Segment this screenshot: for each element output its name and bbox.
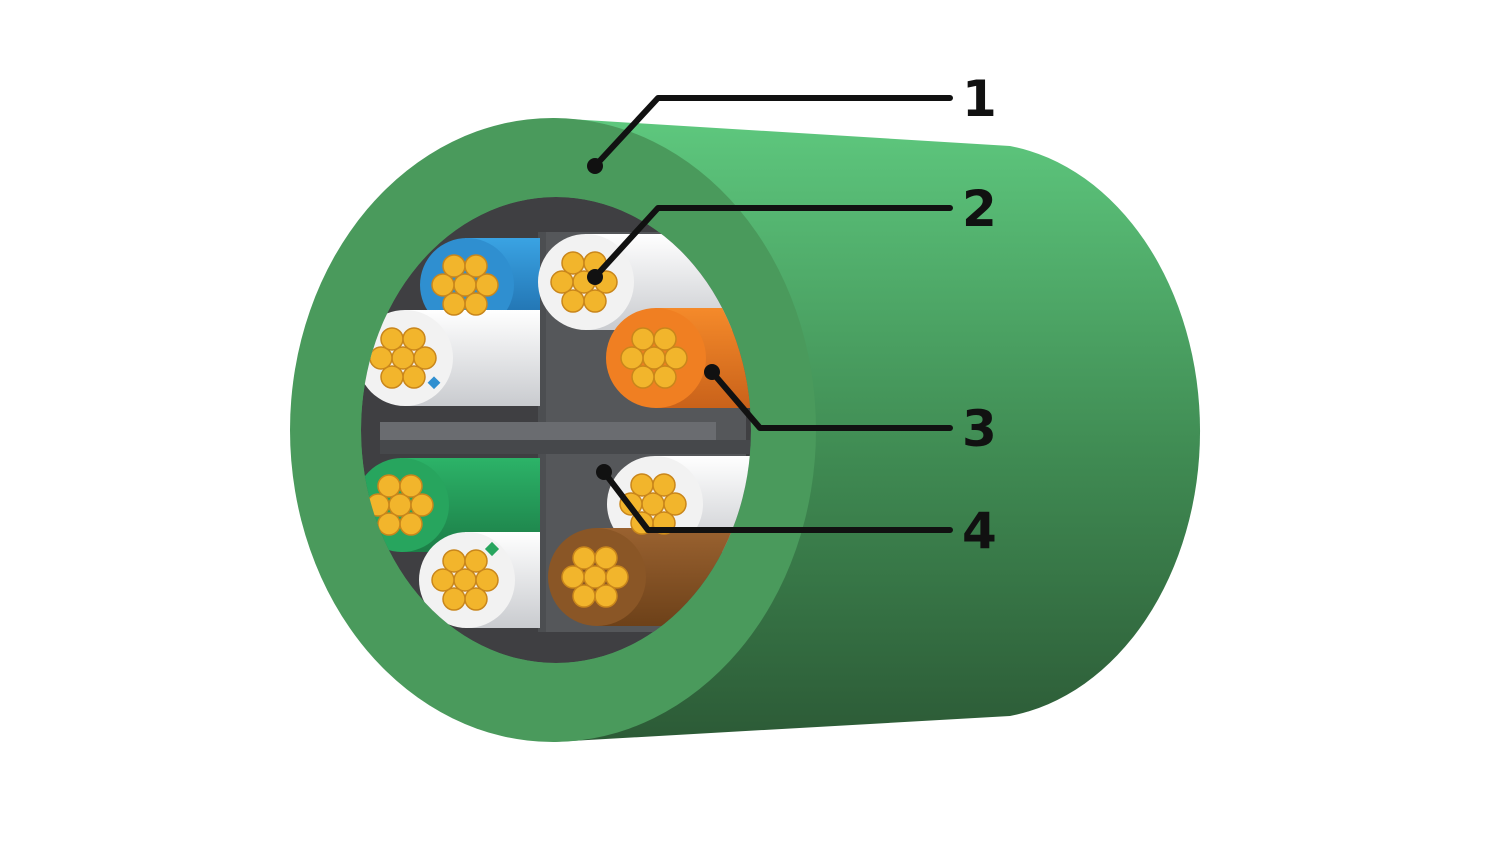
copper-strand — [594, 546, 618, 570]
copper-strand — [377, 512, 401, 536]
copper-strand — [550, 270, 574, 294]
copper-strand — [631, 327, 655, 351]
copper-strand — [572, 584, 596, 608]
copper-strand — [630, 473, 654, 497]
leader-1 — [592, 95, 953, 169]
copper-strand — [464, 549, 488, 573]
copper-strand — [653, 327, 677, 351]
copper-strand — [475, 273, 499, 297]
copper-strand — [402, 365, 426, 389]
callout-dots — [587, 158, 720, 480]
copper-conductors — [366, 251, 688, 611]
copper-strand — [453, 273, 477, 297]
copper-strand — [664, 346, 688, 370]
callout-number-1: 1 — [962, 70, 997, 128]
blue-stripe — [427, 376, 441, 390]
leader-2 — [592, 205, 953, 280]
leader-4 — [601, 469, 953, 533]
copper-bundle — [561, 546, 629, 608]
copper-strand — [442, 254, 466, 278]
separator-horizontal-face — [380, 440, 750, 454]
callout-leaders — [592, 95, 953, 533]
copper-strand — [453, 568, 477, 592]
copper-strand — [377, 474, 401, 498]
copper-strand — [431, 568, 455, 592]
copper-strand — [391, 346, 415, 370]
copper-strand — [399, 474, 423, 498]
copper-bundle — [431, 254, 499, 316]
copper-bundle — [620, 327, 688, 389]
copper-strand — [464, 292, 488, 316]
copper-strand — [572, 546, 596, 570]
copper-strand — [413, 346, 437, 370]
leader-dot-1 — [587, 158, 603, 174]
callout-number-2: 2 — [962, 180, 997, 238]
copper-strand — [663, 492, 687, 516]
copper-strand — [369, 346, 393, 370]
copper-strand — [620, 346, 644, 370]
copper-strand — [431, 273, 455, 297]
copper-strand — [442, 549, 466, 573]
copper-strand — [475, 568, 499, 592]
copper-strand — [605, 565, 629, 589]
copper-bundle — [369, 327, 437, 389]
copper-strand — [464, 254, 488, 278]
separator-horizontal — [380, 422, 716, 440]
copper-strand — [410, 493, 434, 517]
green-stripe — [484, 541, 500, 557]
copper-strand — [442, 587, 466, 611]
copper-strand — [399, 512, 423, 536]
copper-strand — [561, 565, 585, 589]
leader-dot-3 — [704, 364, 720, 380]
copper-strand — [583, 565, 607, 589]
copper-bundle — [431, 549, 499, 611]
copper-strand — [561, 289, 585, 313]
copper-strand — [561, 251, 585, 275]
copper-strand — [402, 327, 426, 351]
copper-strand — [631, 365, 655, 389]
copper-strand — [464, 587, 488, 611]
copper-strand — [594, 584, 618, 608]
copper-bundle — [366, 474, 434, 536]
cable-core — [361, 197, 751, 663]
leader-3 — [709, 369, 953, 431]
copper-strand — [442, 292, 466, 316]
callout-numbers: 1 2 3 4 — [962, 70, 997, 560]
leader-dot-2 — [587, 269, 603, 285]
leader-dot-4 — [596, 464, 612, 480]
copper-strand — [388, 493, 412, 517]
copper-strand — [642, 346, 666, 370]
copper-strand — [641, 492, 665, 516]
copper-strand — [583, 289, 607, 313]
copper-bundle — [550, 251, 618, 313]
callout-number-3: 3 — [962, 400, 997, 458]
callout-number-4: 4 — [962, 502, 997, 560]
copper-strand — [652, 473, 676, 497]
copper-strand — [653, 365, 677, 389]
copper-strand — [380, 365, 404, 389]
copper-strand — [380, 327, 404, 351]
